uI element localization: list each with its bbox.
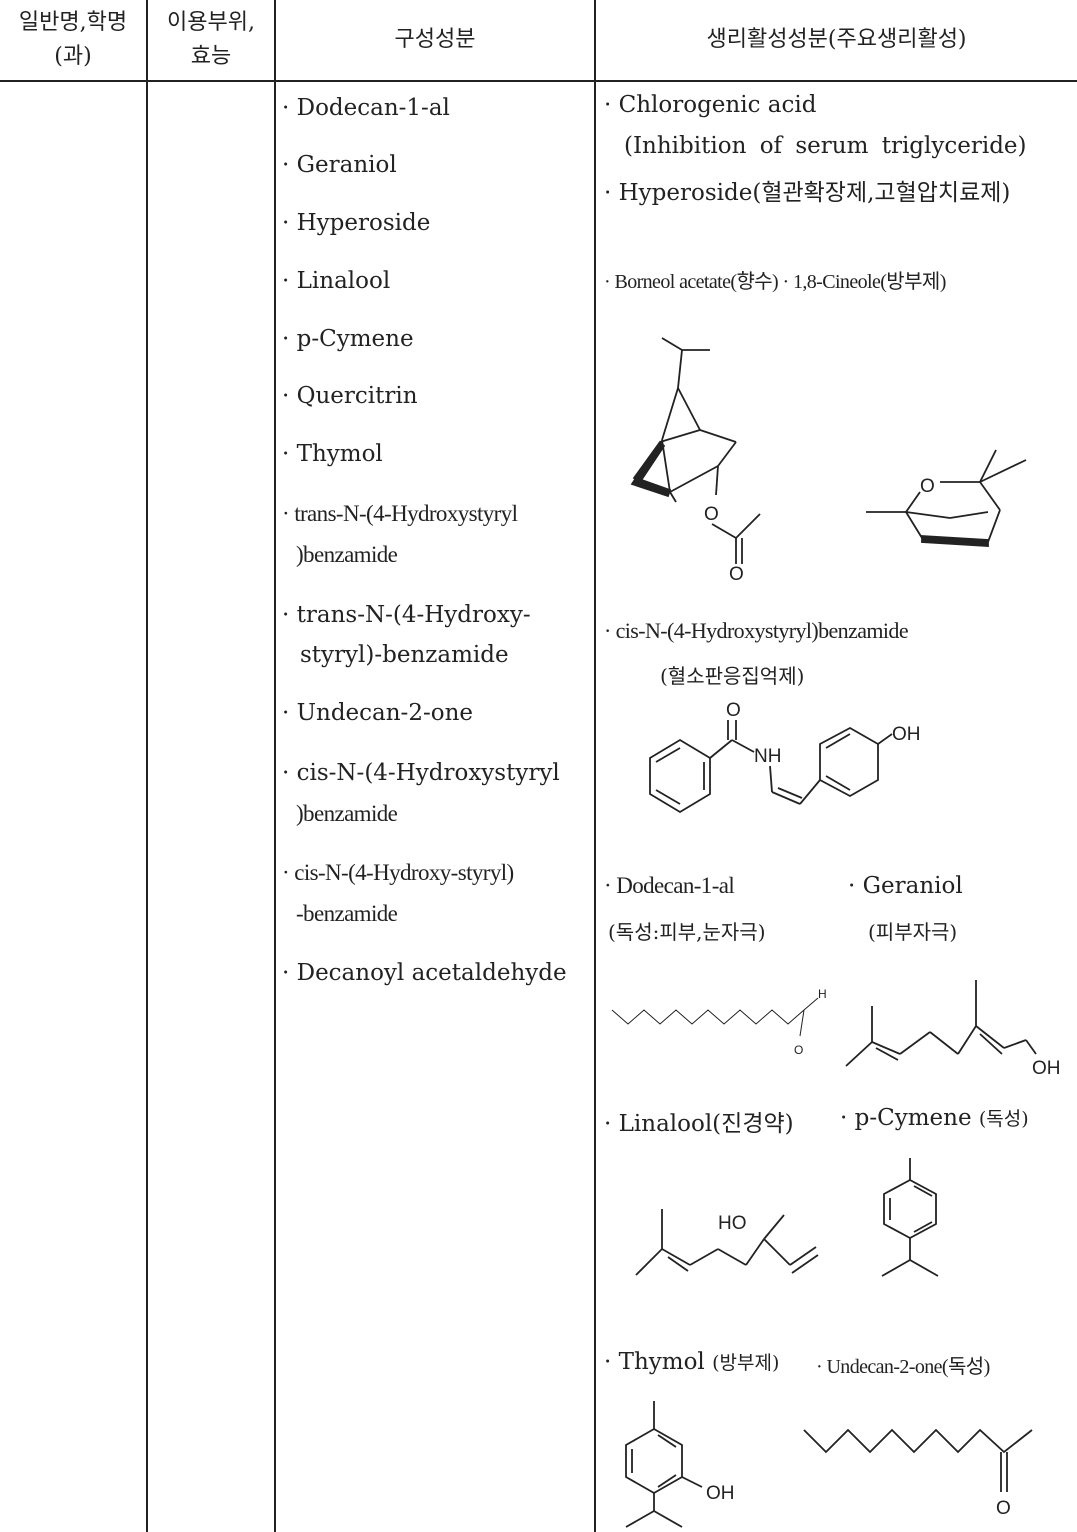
borneol-acetate-structure: O O [630,337,761,585]
activity-dodecanal-effect: (독성:피부,눈자극) [608,920,766,944]
column-divider-1 [146,0,148,1532]
linalool-ho-label: HO [718,1213,747,1234]
linalool-structure: HO [635,1209,819,1276]
header-part-used-line2: 효능 [190,44,232,69]
header-common-name-line2: (과) [54,44,92,69]
geraniol-structure: OH [845,980,1061,1079]
thymol-structure: OH [625,1401,735,1528]
borneol-o-label: O [704,504,719,525]
component-item-continued: styryl)-benzamide [300,642,509,668]
undecanone-structure: O [803,1428,1033,1519]
cineole-o-label: O [920,476,935,497]
cineole-structure: O [866,449,1027,547]
component-item: · trans-N-(4-Hydroxystyryl [282,501,518,526]
component-item-continued: )benzamide [296,542,398,567]
header-components: 구성성분 [394,27,476,52]
activity-hyperoside: · Hyperoside(혈관확장제,고혈압치료제) [604,180,1011,206]
benzamide-nh-label: NH [754,746,781,767]
component-item-continued: -benzamide [296,901,398,926]
activity-borneol-cineole: · Borneol acetate(향수) · 1,8-Cineole(방부제) [604,271,946,293]
geraniol-oh-label: OH [1032,1058,1061,1079]
benzamide-oh-label: OH [892,724,921,745]
undecanone-o-label: O [996,1498,1011,1519]
activity-p-cymene-effect: (독성) [978,1108,1029,1130]
cis-benzamide-structure: O NH OH [649,700,921,814]
component-item: · cis-N-(4-Hydroxy-styryl) [282,860,514,885]
column-divider-3 [594,0,596,1532]
activity-cis-benzamide-effect: (혈소판응집억제) [660,664,805,688]
activity-thymol-name: · Thymol [604,1349,705,1375]
header-common-name: 일반명,학명 (과) [0,0,146,80]
component-item: · trans-N-(4-Hydroxy- [282,602,531,628]
activity-thymol-effect: (방부제) [712,1352,780,1374]
activity-geraniol-effect: (피부자극) [868,920,958,944]
dodecanal-structure: H O [611,987,827,1057]
component-item: · Thymol [282,441,383,467]
activity-chlorogenic-effect: (Inhibition of serum triglyceride) [624,133,1027,159]
activity-thymol: · Thymol (방부제) [604,1348,779,1375]
thymol-oh-label: OH [706,1483,735,1504]
dodecanal-h-label: H [818,987,827,1001]
benzamide-o-label: O [726,700,741,721]
component-item: · cis-N-(4-Hydroxystyryl [282,760,560,786]
p-cymene-structure [881,1158,939,1277]
component-item: · Decanoyl acetaldehyde [282,960,567,986]
activity-p-cymene: · p-Cymene (독성) [840,1104,1029,1131]
activity-cis-benzamide: · cis-N-(4-Hydroxystyryl)benzamide [604,618,909,643]
component-item: · p-Cymene [282,326,414,352]
column-divider-2 [274,0,276,1532]
borneol-carbonyl-o-label: O [729,564,744,585]
header-common-name-line1: 일반명,학명 [18,10,128,35]
header-divider [0,80,1077,82]
header-part-used-line1: 이용부위, [167,10,255,35]
component-item-continued: )benzamide [296,801,398,826]
component-item: · Linalool [282,268,391,294]
component-item: · Hyperoside [282,210,431,236]
header-part-used: 이용부위, 효능 [148,0,274,80]
activity-linalool: · Linalool(진경약) [604,1111,794,1137]
dodecanal-o-label: O [794,1043,803,1057]
component-item: · Geraniol [282,152,397,178]
component-item: · Dodecan-1-al [282,95,450,121]
activity-undecanone: · Undecan-2-one(독성) [816,1356,990,1378]
activity-dodecanal: · Dodecan-1-al [604,873,735,898]
component-item: · Undecan-2-one [282,700,474,726]
activity-p-cymene-name: · p-Cymene [840,1105,972,1131]
activity-chlorogenic-acid: · Chlorogenic acid [604,92,817,118]
component-item: · Quercitrin [282,383,418,409]
activity-geraniol: · Geraniol [848,873,963,899]
header-bioactive: 생리활성성분(주요생리활성) [706,27,967,52]
